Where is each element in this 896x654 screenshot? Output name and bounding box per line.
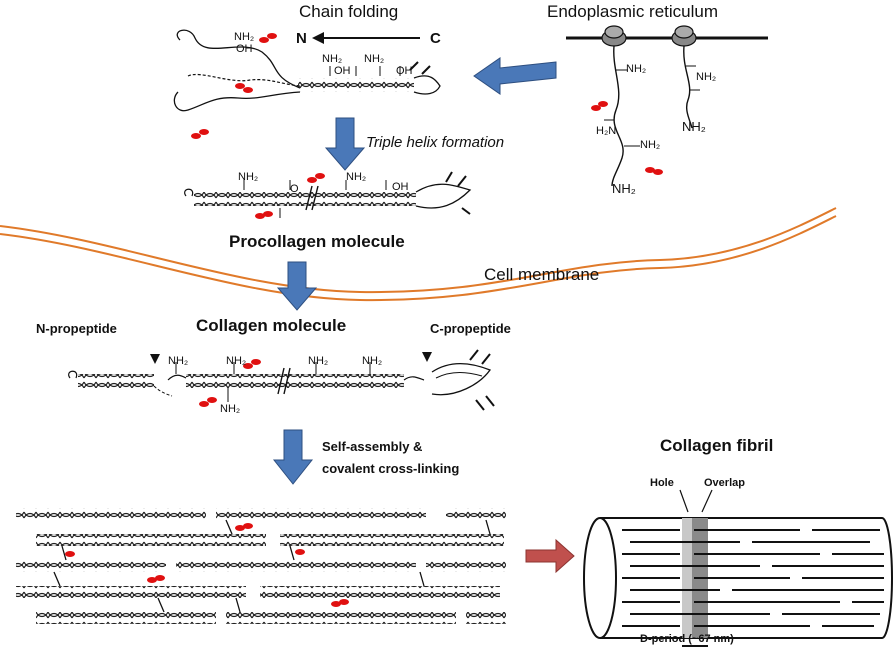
nh2-label: NH₂ xyxy=(682,119,706,134)
chain-folding-label: Chain folding xyxy=(299,2,399,21)
c-propeptide-fragment xyxy=(431,349,495,411)
nh2-label: NH₂ xyxy=(696,71,717,83)
assembled-molecules xyxy=(16,508,506,624)
o-label: O xyxy=(290,183,299,195)
n-cleavage-site-marker xyxy=(150,354,160,364)
hole-label: Hole xyxy=(650,477,674,489)
oh-label: OH xyxy=(334,65,351,77)
h2n-label: H₂N xyxy=(596,125,617,137)
c-propeptide-label: C-propeptide xyxy=(430,321,511,336)
nh2-label: NH₂ xyxy=(640,139,661,151)
collagen-molecule-helix xyxy=(167,359,425,407)
cross-links xyxy=(53,519,491,613)
n-to-c-arrow xyxy=(312,32,420,44)
procollagen-helix xyxy=(184,171,472,219)
nh2-label: NH₂ xyxy=(308,355,329,367)
nh2-label: NH₂ xyxy=(362,355,383,367)
nascent-chain-left xyxy=(591,45,663,187)
nh2-label: NH₂ xyxy=(364,53,385,65)
collagen-fibril-label: Collagen fibril xyxy=(660,436,774,455)
c-terminus-label: C xyxy=(430,30,441,47)
nh2-label: NH₂ xyxy=(168,355,189,367)
cell-membrane xyxy=(0,207,837,302)
overlap-label: Overlap xyxy=(704,477,745,489)
n-propeptide-fragment xyxy=(68,370,173,397)
nh2-label: NH₂ xyxy=(238,171,259,183)
nh2-label: NH₂ xyxy=(234,31,255,43)
oh-label: OH xyxy=(396,65,413,77)
folding-chains xyxy=(173,29,441,139)
er-label: Endoplasmic reticulum xyxy=(547,2,719,21)
oh-label: OH xyxy=(392,181,409,193)
arrow-to-fibril xyxy=(525,538,575,574)
nh2-label: NH₂ xyxy=(220,403,241,415)
c-cleavage-site-marker xyxy=(422,352,432,362)
arrow-to-self-assembly xyxy=(272,429,314,485)
nh2-label: NH₂ xyxy=(226,355,247,367)
nascent-chain-right xyxy=(683,45,700,129)
collagen-molecule-label: Collagen molecule xyxy=(196,316,347,335)
n-propeptide-label: N-propeptide xyxy=(36,321,117,336)
arrow-triple-helix xyxy=(324,117,366,171)
arrow-to-collagen-molecule xyxy=(276,261,318,311)
oh-label: OH xyxy=(236,43,253,55)
er-membrane xyxy=(566,25,768,47)
nh2-label: NH₂ xyxy=(612,181,636,196)
nh2-label: NH₂ xyxy=(346,171,367,183)
triple-helix-formation-label: Triple helix formation xyxy=(366,134,505,151)
procollagen-molecule-label: Procollagen molecule xyxy=(229,232,405,251)
arrow-er-to-folding xyxy=(473,57,557,95)
d-period-label: D-period (~67 nm) xyxy=(640,633,734,645)
n-terminus-label: N xyxy=(296,30,307,47)
collagen-fibril-cylinder xyxy=(583,489,893,647)
self-assembly-line2: covalent cross-linking xyxy=(322,461,460,476)
cell-membrane-label: Cell membrane xyxy=(484,265,600,284)
self-assembly-line1: Self-assembly & xyxy=(322,439,423,454)
nh2-label: NH₂ xyxy=(626,63,647,75)
nh2-label: NH₂ xyxy=(322,53,343,65)
